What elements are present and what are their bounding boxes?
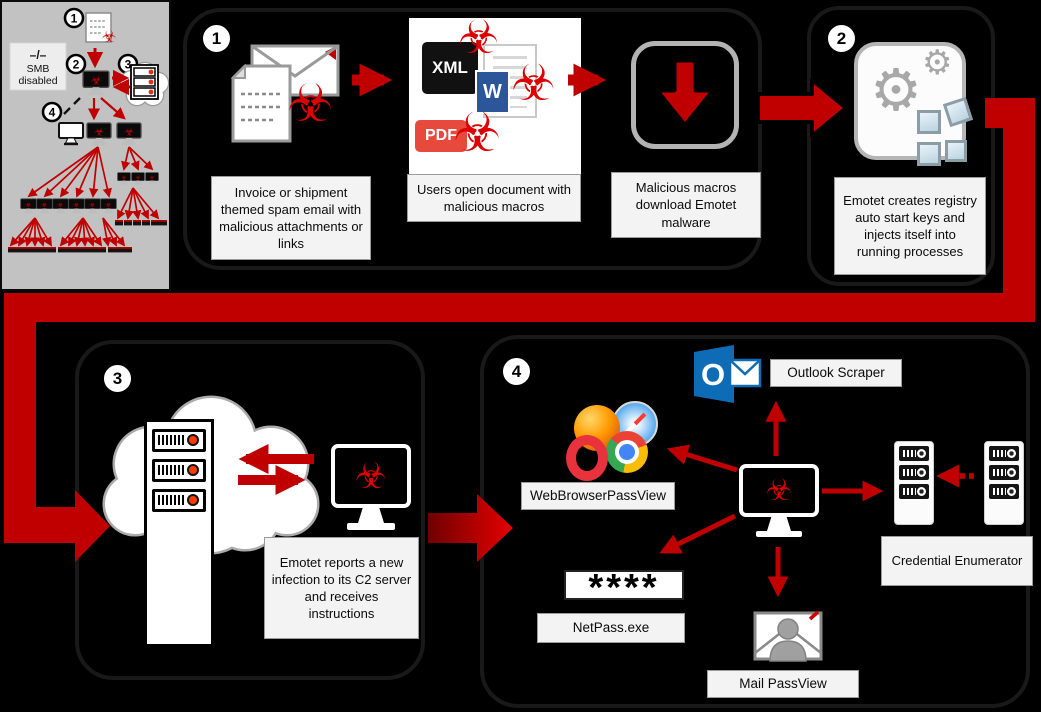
mini-clean-monitor-icon (58, 122, 84, 146)
caption-open-document: Users open document with malicious macro… (407, 174, 581, 222)
word-label: W (483, 80, 502, 103)
mini-spam-document-icon: 1 ☣ (63, 7, 116, 46)
process-block-icon (917, 110, 941, 134)
label-text: NetPass.exe (572, 620, 650, 636)
process-block-icon (945, 140, 967, 162)
step-1-badge: 1 (200, 22, 233, 55)
caption-spam-email: Invoice or shipment themed spam email wi… (211, 176, 371, 260)
outlook-icon: O (694, 345, 762, 403)
caption-text: Users open document with malicious macro… (417, 181, 571, 214)
credential-enumerator-label: Credential Enumerator (881, 536, 1033, 586)
c2-server-icon (144, 419, 214, 647)
step-4-badge: 4 (500, 355, 533, 388)
infected-host-monitor: ☣ (331, 444, 411, 530)
target-server-icon (984, 441, 1024, 525)
caption-registry-autostart: Emotet creates registry auto start keys … (834, 177, 986, 275)
biohazard-icon: ☣ (765, 473, 793, 507)
panel-3-c2: 3 ☣ Emotet reports a (75, 340, 425, 680)
password-stars: **** (588, 567, 660, 609)
label-text: Credential Enumerator (891, 553, 1023, 569)
caption-text: Emotet creates registry auto start keys … (843, 192, 977, 260)
svg-text:1: 1 (71, 12, 78, 26)
panel-2-persistence: 2 ⚙ ⚙ Emotet creates registry auto start… (807, 6, 995, 286)
mini-broken-link-icon (63, 97, 81, 115)
label-text: Mail PassView (739, 676, 827, 692)
svg-text:2: 2 (73, 58, 80, 72)
mini-infected-monitor-icon (82, 70, 110, 96)
svg-text:3: 3 (125, 58, 132, 72)
server-unit (989, 465, 1019, 480)
step-1-number: 1 (211, 28, 222, 48)
server-unit (152, 459, 206, 482)
mini-spread-arrows-1 (87, 97, 126, 121)
step-2-badge: 2 (825, 22, 858, 55)
chrome-icon (606, 431, 648, 473)
svg-text:O: O (701, 357, 725, 392)
server-unit (899, 446, 929, 461)
smb-disabled-box: –/– SMB disabled (9, 42, 67, 91)
label-text: WebBrowserPassView (529, 488, 667, 504)
step-4-number: 4 (511, 361, 522, 381)
server-unit (899, 465, 929, 480)
server-unit (152, 429, 206, 452)
mail-passview-label: Mail PassView (707, 670, 859, 698)
overview-mini-diagram: ☣ 1 ☣ (8, 7, 169, 253)
biohazard-icon: ☣ (354, 455, 388, 496)
gear-icon: ⚙ (922, 44, 953, 82)
opera-icon (566, 435, 608, 481)
biohazard-icon: ☣ (511, 55, 556, 111)
caption-text: Emotet reports a new infection to its C2… (271, 554, 412, 622)
target-server-icon (894, 441, 934, 525)
download-arrow-icon (653, 57, 717, 129)
biohazard-icon: ☣ (287, 75, 334, 133)
svg-text:–/–: –/– (30, 48, 47, 62)
password-field-icon: **** (564, 569, 684, 607)
server-unit (152, 489, 206, 512)
mail-passview-icon (753, 610, 823, 662)
svg-text:disabled: disabled (18, 75, 57, 87)
server-unit (989, 484, 1019, 499)
caption-macros-download: Malicious macros download Emotet malware (611, 172, 761, 238)
download-malware-icon (631, 41, 739, 149)
biohazard-icon: ☣ (453, 103, 502, 163)
webbrowserpassview-label: WebBrowserPassView (521, 482, 675, 510)
panel-1-spam-email: 1 ☣ XML W PDF ☣ ☣ ☣ (183, 8, 762, 270)
label-text: Outlook Scraper (787, 365, 885, 381)
server-unit (899, 484, 929, 499)
caption-c2-report: Emotet reports a new infection to its C2… (264, 537, 419, 639)
server-unit (989, 446, 1019, 461)
outlook-scraper-label: Outlook Scraper (770, 359, 902, 387)
overview-panel: ☣ 1 ☣ (0, 0, 171, 291)
svg-text:4: 4 (49, 106, 56, 120)
gear-icon: ⚙ (870, 58, 922, 123)
panel-4-modules: 4 O Outlook Scraper WebBrowserPassView ☣ (480, 335, 1033, 708)
infected-host-monitor: ☣ (739, 464, 819, 537)
svg-text:☣: ☣ (102, 29, 116, 46)
caption-text: Invoice or shipment themed spam email wi… (219, 184, 363, 252)
biohazard-icon: ☣ (458, 11, 500, 63)
step-3-number: 3 (112, 368, 123, 388)
svg-text:SMB: SMB (27, 63, 50, 75)
netpass-label: NetPass.exe (537, 613, 685, 643)
caption-text: Malicious macros download Emotet malware (635, 180, 737, 230)
step-2-number: 2 (836, 28, 847, 48)
step-3-badge: 3 (101, 362, 134, 395)
xml-file-icon: XML (422, 42, 478, 94)
process-block-icon (917, 142, 941, 166)
mini-fan-arrows (9, 146, 160, 247)
mini-c2-server-icon (130, 64, 159, 100)
xml-label: XML (432, 58, 468, 77)
